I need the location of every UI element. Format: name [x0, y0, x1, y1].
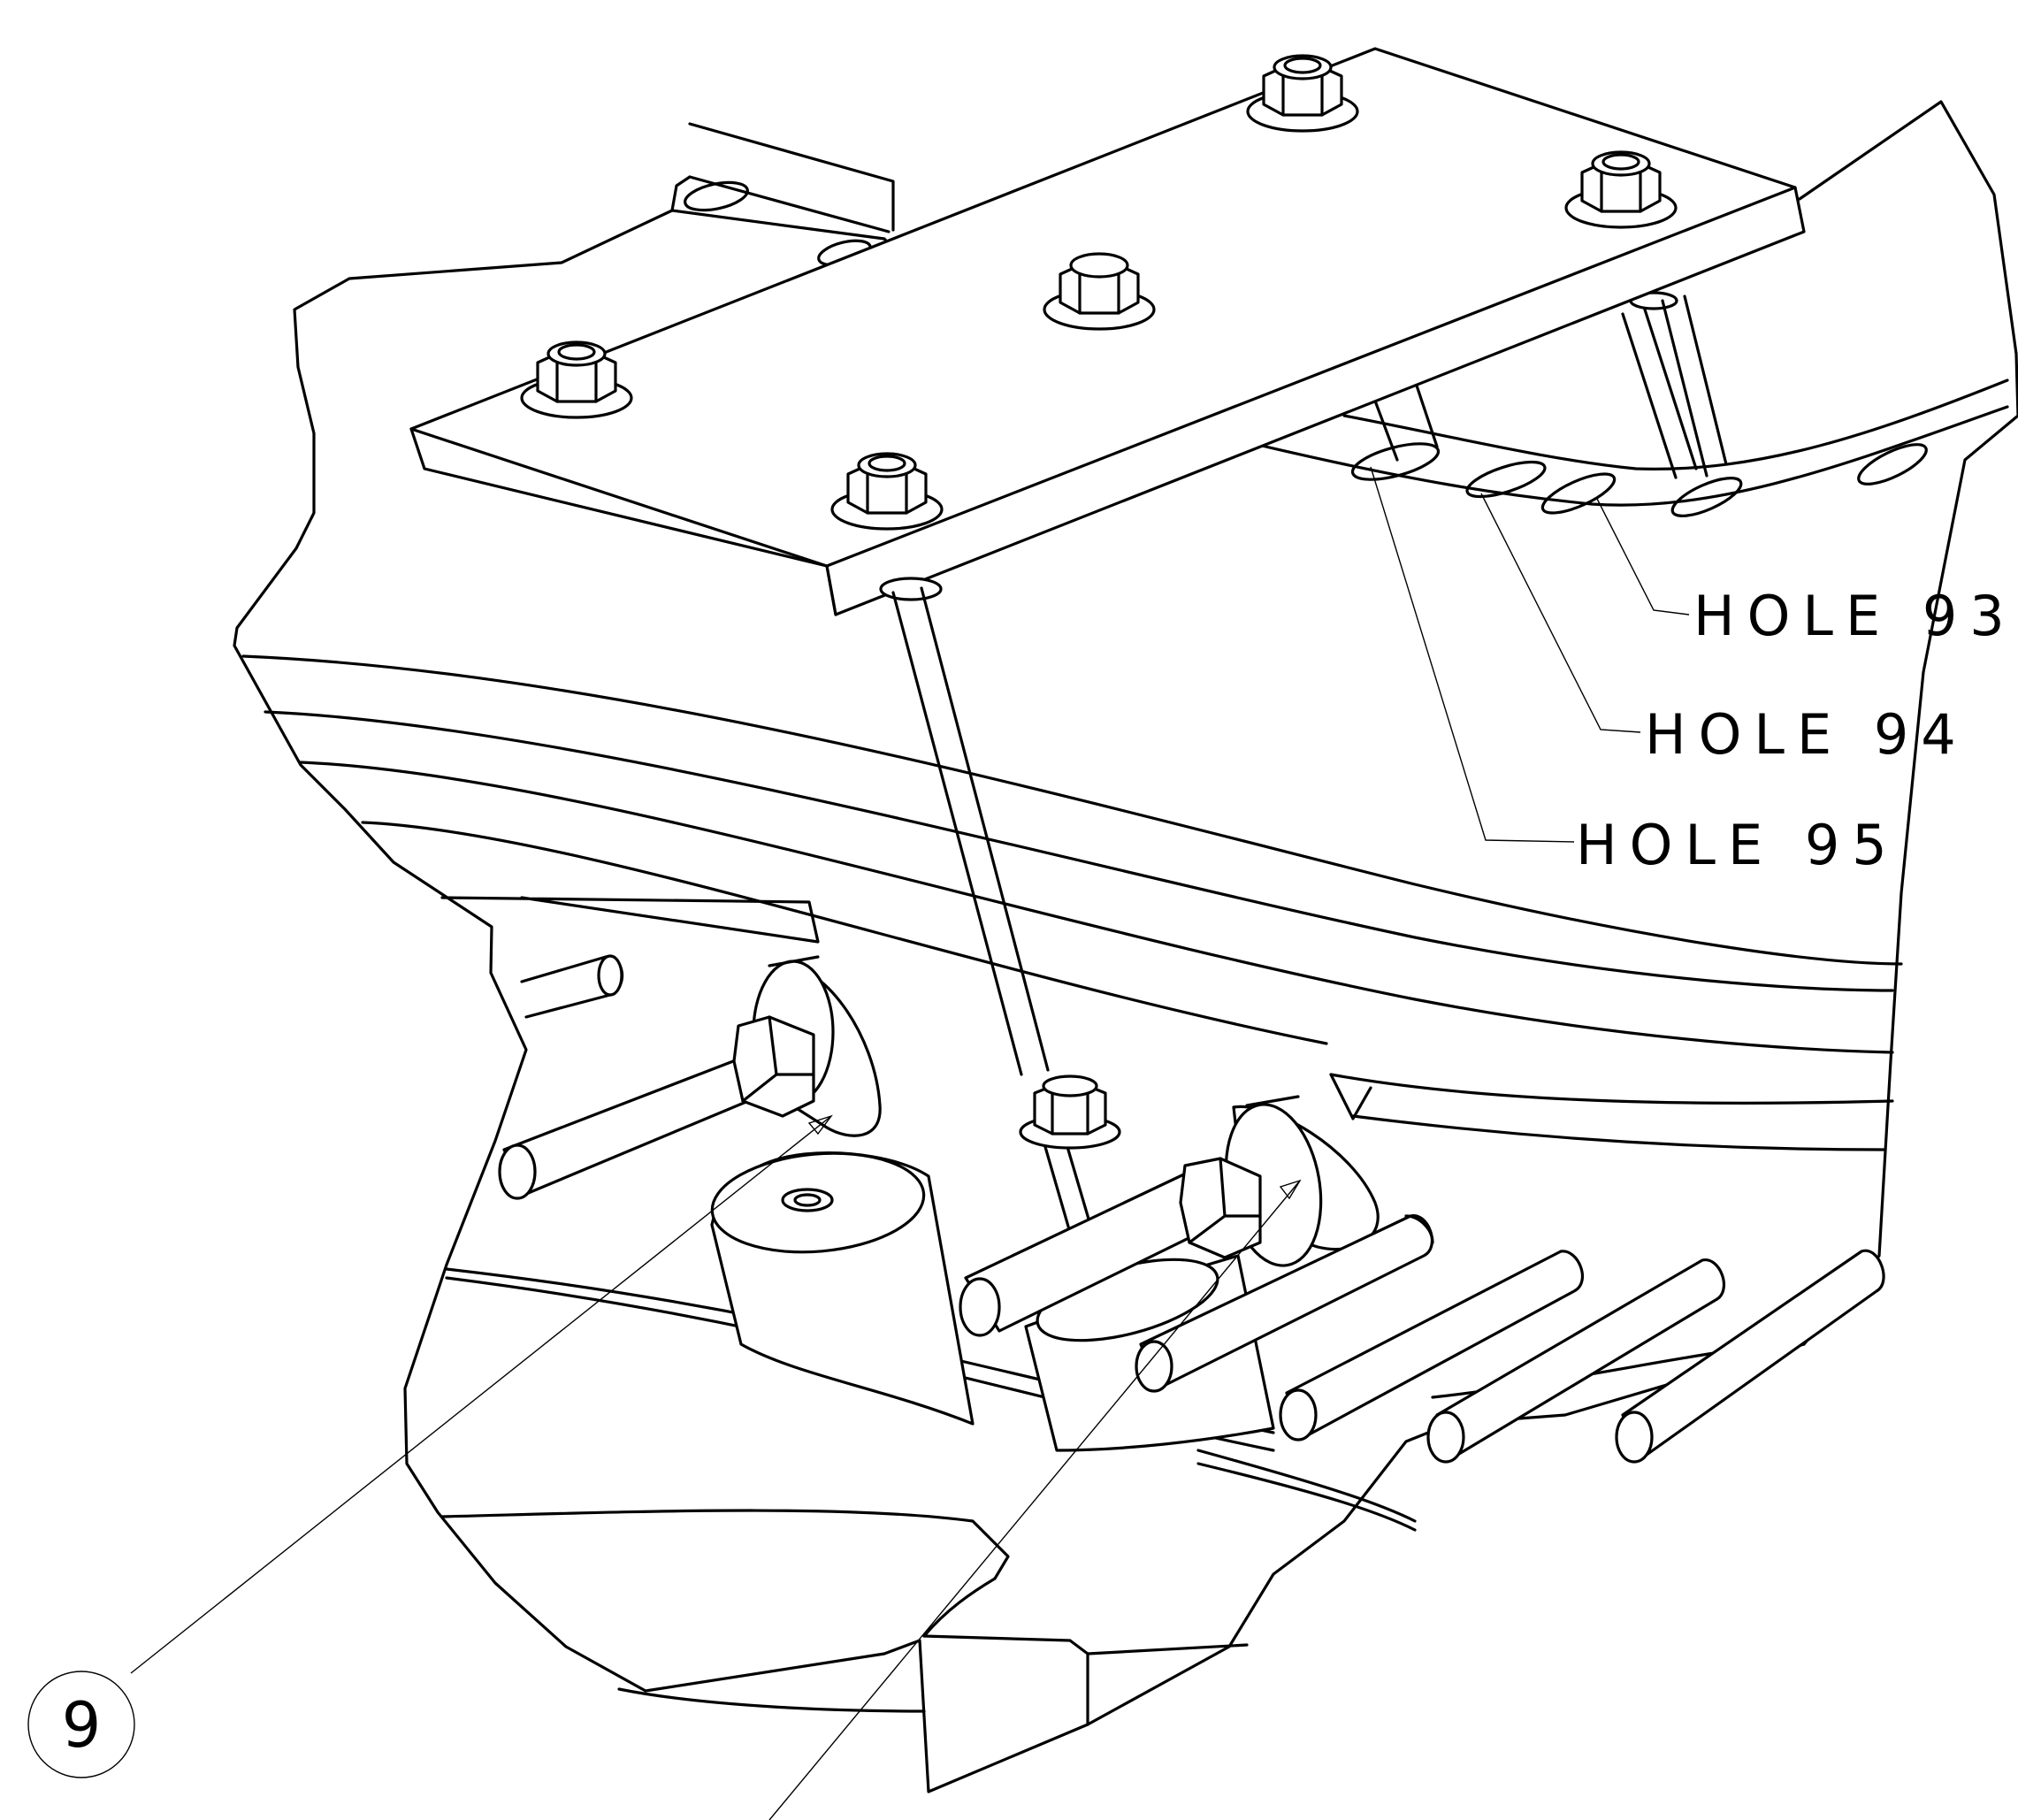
leader-hole-93 — [1595, 496, 1690, 616]
hole-93 — [1540, 472, 1617, 515]
rod-nut — [1019, 1074, 1121, 1150]
flange-nut — [1246, 54, 1359, 133]
callout-hole-95: HOLE 95 — [1576, 813, 1900, 877]
item-balloon: 9 — [27, 1671, 135, 1778]
leader-lower — [768, 1180, 1301, 1820]
callout-hole-93: HOLE 93 — [1693, 584, 2017, 648]
hole-95 — [1350, 442, 1441, 481]
cylinder-block — [710, 1151, 975, 1426]
front-tie-rod — [879, 577, 1121, 1311]
plate-nuts — [520, 54, 1678, 531]
top-plate — [409, 47, 1806, 616]
center-stud — [959, 1095, 1380, 1337]
hole-94 — [1465, 460, 1547, 499]
pin-row — [1135, 1214, 1885, 1464]
item-number: 9 — [62, 1689, 102, 1762]
flange-nut — [1564, 150, 1678, 229]
flange-nut — [1043, 252, 1156, 331]
flange-nut — [830, 452, 944, 531]
callouts: HOLE 93 HOLE 94 HOLE 95 — [1576, 584, 2017, 877]
hex-nut-left — [732, 1015, 815, 1118]
leader-balloon-9 — [130, 1115, 832, 1674]
callout-hole-94: HOLE 94 — [1645, 702, 1968, 767]
leader-lines — [130, 466, 1690, 1820]
flange-nut — [520, 340, 633, 419]
left-studs — [498, 954, 882, 1200]
leader-hole-94 — [1480, 493, 1641, 733]
leader-hole-95 — [1370, 466, 1575, 843]
